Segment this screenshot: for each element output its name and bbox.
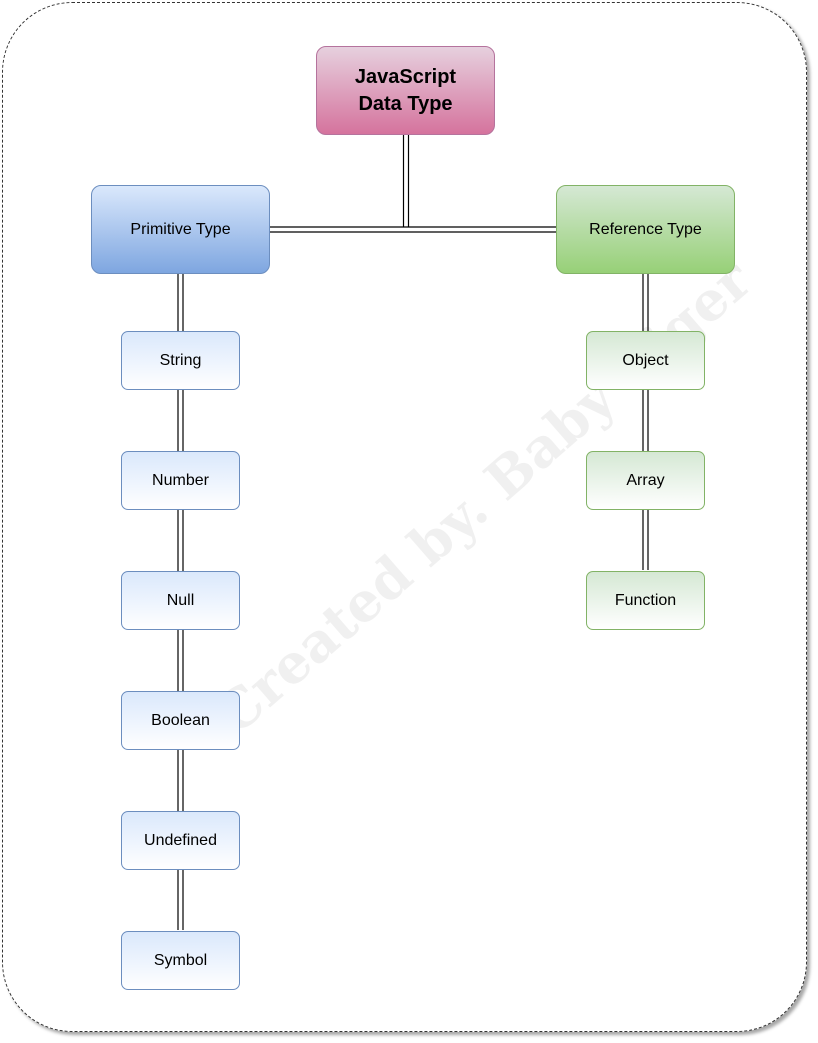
node-number[interactable]: Number [121,451,240,510]
node-boolean[interactable]: Boolean [121,691,240,750]
node-string[interactable]: String [121,331,240,390]
node-symbol[interactable]: Symbol [121,931,240,990]
node-undefined[interactable]: Undefined [121,811,240,870]
node-reference-type[interactable]: Reference Type [556,185,735,274]
node-primitive-type[interactable]: Primitive Type [91,185,270,274]
node-null[interactable]: Null [121,571,240,630]
node-array[interactable]: Array [586,451,705,510]
node-javascript-data-type[interactable]: JavaScript Data Type [316,46,495,135]
node-function[interactable]: Function [586,571,705,630]
node-object[interactable]: Object [586,331,705,390]
